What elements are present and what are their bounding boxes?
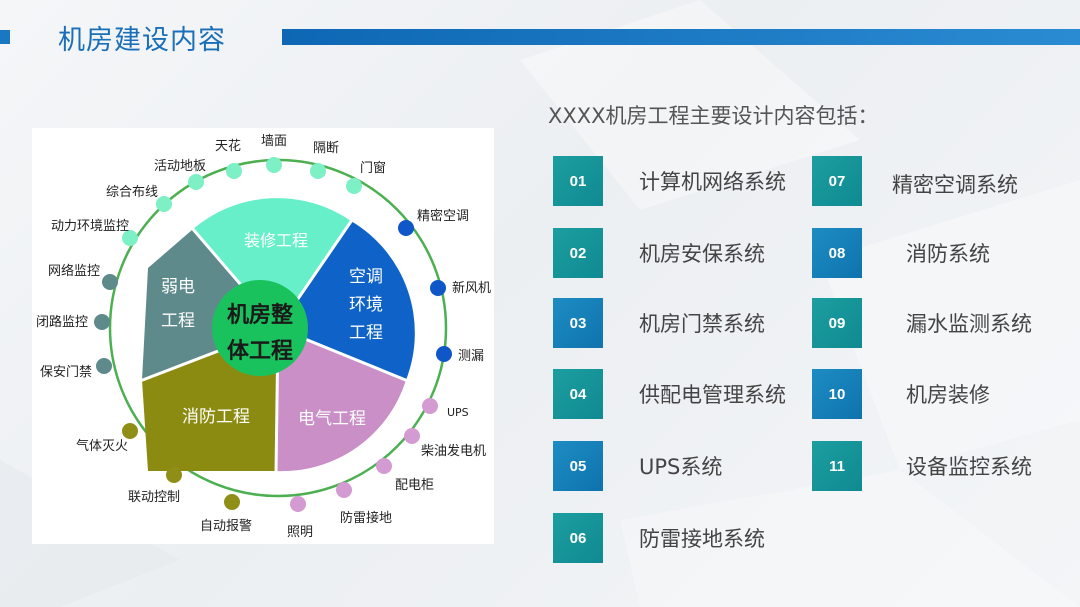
list-item: 08 消防系统 <box>812 228 990 278</box>
item-number-badge: 09 <box>812 298 862 348</box>
outer-label: 闭路监控 <box>36 314 88 330</box>
item-number-badge: 04 <box>553 369 603 419</box>
outer-label: 综合布线 <box>106 185 158 200</box>
outer-label: 联动控制 <box>128 490 180 505</box>
outer-label: 柴油发电机 <box>421 443 486 459</box>
list-item: 03 机房门禁系统 <box>553 298 765 348</box>
outer-label: 精密空调 <box>417 208 469 224</box>
list-item: 07 精密空调系统 <box>812 156 1018 206</box>
item-label: UPS系统 <box>639 455 723 479</box>
page-title: 机房建设内容 <box>58 25 226 56</box>
ring-dot <box>102 274 118 290</box>
ring-dot <box>156 196 172 212</box>
construction-diagram: 机房整 体工程 装修工程 空调 环境 工程 电气工程 消防工程 弱电 工程 <box>32 128 494 544</box>
center-circle <box>212 280 308 376</box>
segment-label-aircon-3: 工程 <box>349 323 383 343</box>
list-item: 11 设备监控系统 <box>812 441 1032 491</box>
list-item: 04 供配电管理系统 <box>553 369 786 419</box>
item-number-badge: 03 <box>553 298 603 348</box>
item-number-badge: 02 <box>553 228 603 278</box>
item-label: 机房装修 <box>906 383 990 407</box>
list-item: 09 漏水监测系统 <box>812 298 1032 348</box>
item-label: 漏水监测系统 <box>906 312 1032 336</box>
list-item: 01 计算机网络系统 <box>553 156 786 206</box>
item-label: 消防系统 <box>906 242 990 266</box>
ring-dot <box>436 346 452 362</box>
ring-dot <box>166 467 182 483</box>
segment-aircon <box>278 221 415 380</box>
ring-dot <box>94 314 110 330</box>
ring-dot <box>122 423 138 439</box>
ring-dot <box>376 458 392 474</box>
outer-label: UPS <box>447 406 469 419</box>
ring-dot <box>404 428 420 444</box>
segment-electrical <box>276 328 406 472</box>
segment-label-weak-2: 工程 <box>161 311 195 331</box>
item-number-badge: 07 <box>812 156 862 206</box>
ring-dot <box>422 398 438 414</box>
ring-dot <box>96 358 112 374</box>
ring-dot <box>336 482 352 498</box>
ring-dot <box>226 163 242 179</box>
title-accent-left <box>0 30 10 44</box>
ring-dot <box>290 496 306 512</box>
item-label: 供配电管理系统 <box>639 383 786 407</box>
item-label: 精密空调系统 <box>892 173 1018 197</box>
ring-dot <box>346 178 362 194</box>
item-number-badge: 11 <box>812 441 862 491</box>
item-number-badge: 01 <box>553 156 603 206</box>
item-number-badge: 10 <box>812 369 862 419</box>
item-label: 防雷接地系统 <box>639 527 765 551</box>
outer-label: 活动地板 <box>154 159 206 174</box>
list-item: 05 UPS系统 <box>553 441 722 491</box>
outer-label: 动力环境监控 <box>51 219 129 234</box>
outer-label: 隔断 <box>313 141 339 156</box>
ring-dot <box>266 157 282 173</box>
ring-dot <box>122 230 138 246</box>
intro-text: XXXX机房工程主要设计内容包括： <box>548 104 879 128</box>
outer-label: 气体灭火 <box>76 438 128 454</box>
segment-label-fire: 消防工程 <box>182 407 250 427</box>
list-item: 02 机房安保系统 <box>553 228 765 278</box>
ring-dot <box>310 163 326 179</box>
item-label: 计算机网络系统 <box>639 170 786 194</box>
segment-decoration <box>192 198 351 328</box>
item-label: 设备监控系统 <box>906 455 1032 479</box>
outer-label: 配电柜 <box>395 478 434 493</box>
outer-label: 门窗 <box>360 160 386 176</box>
segment-weak-current <box>142 230 278 380</box>
segment-label-weak-1: 弱电 <box>161 277 195 297</box>
ring-dots <box>94 157 452 512</box>
ring-dot <box>224 494 240 510</box>
list-item: 06 防雷接地系统 <box>553 513 765 563</box>
segment-label-decoration: 装修工程 <box>244 231 308 250</box>
segment-label-electrical: 电气工程 <box>298 409 366 429</box>
ring-dot <box>188 174 204 190</box>
outer-label: 墙面 <box>261 134 287 149</box>
ring-dot <box>430 280 446 296</box>
segment-label-aircon-1: 空调 <box>349 267 383 287</box>
item-number-badge: 06 <box>553 513 603 563</box>
list-item: 10 机房装修 <box>812 369 990 419</box>
title-accent-bar <box>282 29 1080 45</box>
item-number-badge: 08 <box>812 228 862 278</box>
outer-label: 保安门禁 <box>40 365 92 380</box>
outer-label: 照明 <box>287 525 313 540</box>
outer-label: 测漏 <box>458 348 484 364</box>
outer-label: 防雷接地 <box>340 510 392 526</box>
outer-label: 天花 <box>215 138 241 154</box>
center-label-line2: 体工程 <box>227 339 293 364</box>
segment-label-aircon-2: 环境 <box>349 295 383 315</box>
item-number-badge: 05 <box>553 441 603 491</box>
center-label-line1: 机房整 <box>227 302 293 328</box>
outer-label: 自动报警 <box>200 518 252 534</box>
outer-label: 网络监控 <box>48 263 100 279</box>
item-label: 机房门禁系统 <box>639 312 765 336</box>
ring-dot <box>398 220 414 236</box>
item-label: 机房安保系统 <box>639 242 765 266</box>
outer-label: 新风机 <box>452 280 491 296</box>
